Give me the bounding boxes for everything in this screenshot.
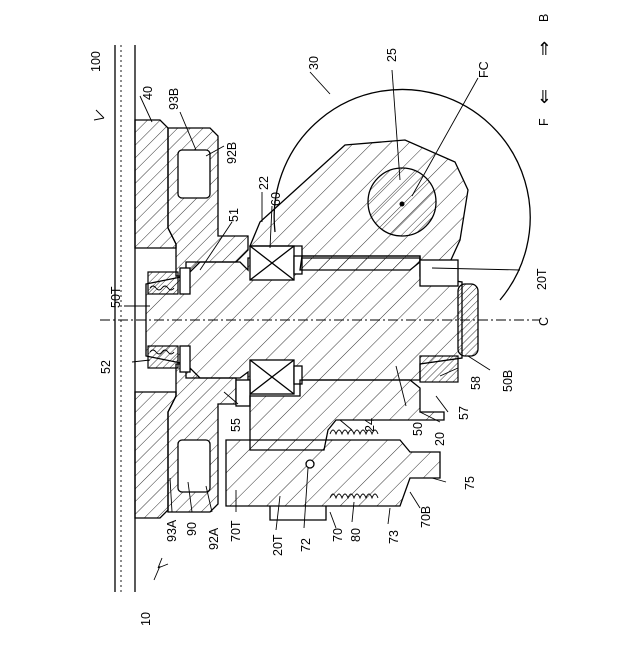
panel-100 <box>115 45 135 592</box>
label-40: 40 <box>141 86 155 100</box>
shaft-50 <box>146 258 462 380</box>
washer-bottom <box>180 346 190 372</box>
arrow-right-glyph: ⇒ <box>534 41 554 56</box>
label-51: 51 <box>227 208 241 222</box>
center-FC <box>400 202 405 207</box>
arrow-100 <box>94 110 104 120</box>
label-30: 30 <box>307 56 321 70</box>
pin-72 <box>306 460 314 468</box>
label-50T: 50T <box>109 286 123 308</box>
label-93A: 93A <box>165 519 179 542</box>
label-20T-top: 20T <box>535 268 549 290</box>
label-50B: 50B <box>501 370 515 392</box>
label-70: 70 <box>331 528 345 542</box>
plate-57-top <box>420 260 458 286</box>
spacer-55 <box>236 380 250 406</box>
arrow-left-glyph: ⇐ <box>534 89 554 104</box>
bearing-60-upper <box>250 246 302 280</box>
label-22: 22 <box>257 176 271 190</box>
label-52: 52 <box>99 360 113 374</box>
label-10: 10 <box>139 612 153 626</box>
label-24: 24 <box>363 418 377 432</box>
nut-51 <box>148 272 178 294</box>
plate-58 <box>420 356 458 382</box>
hole-93B <box>178 150 210 198</box>
label-92B: 92B <box>225 142 239 164</box>
label-60: 60 <box>269 192 283 206</box>
label-58: 58 <box>469 376 483 390</box>
label-90: 90 <box>185 522 199 536</box>
label-20T-bottom: 20T <box>271 534 285 556</box>
housing-20 <box>300 256 420 270</box>
label-80: 80 <box>349 528 363 542</box>
label-20: 20 <box>433 432 447 446</box>
label-93B: 93B <box>167 88 181 110</box>
label-25: 25 <box>385 48 399 62</box>
label-55: 55 <box>229 418 243 432</box>
label-70B: 70B <box>419 506 433 528</box>
rod-70 <box>226 440 440 506</box>
label-72: 72 <box>299 538 313 552</box>
label-57: 57 <box>457 406 471 420</box>
label-92A: 92A <box>207 527 221 550</box>
label-100: 100 <box>89 51 103 72</box>
label-FC: FC <box>477 61 491 78</box>
label-73: 73 <box>387 530 401 544</box>
nut-52 <box>148 346 178 368</box>
label-F: F <box>537 118 551 126</box>
hole-93A <box>178 440 210 492</box>
label-C: C <box>537 317 551 326</box>
label-70T: 70T <box>229 520 243 542</box>
bearing-60-lower <box>250 360 302 394</box>
label-50: 50 <box>411 422 425 436</box>
label-75: 75 <box>463 476 477 490</box>
washer-top <box>180 268 190 294</box>
label-B: B <box>537 14 551 22</box>
